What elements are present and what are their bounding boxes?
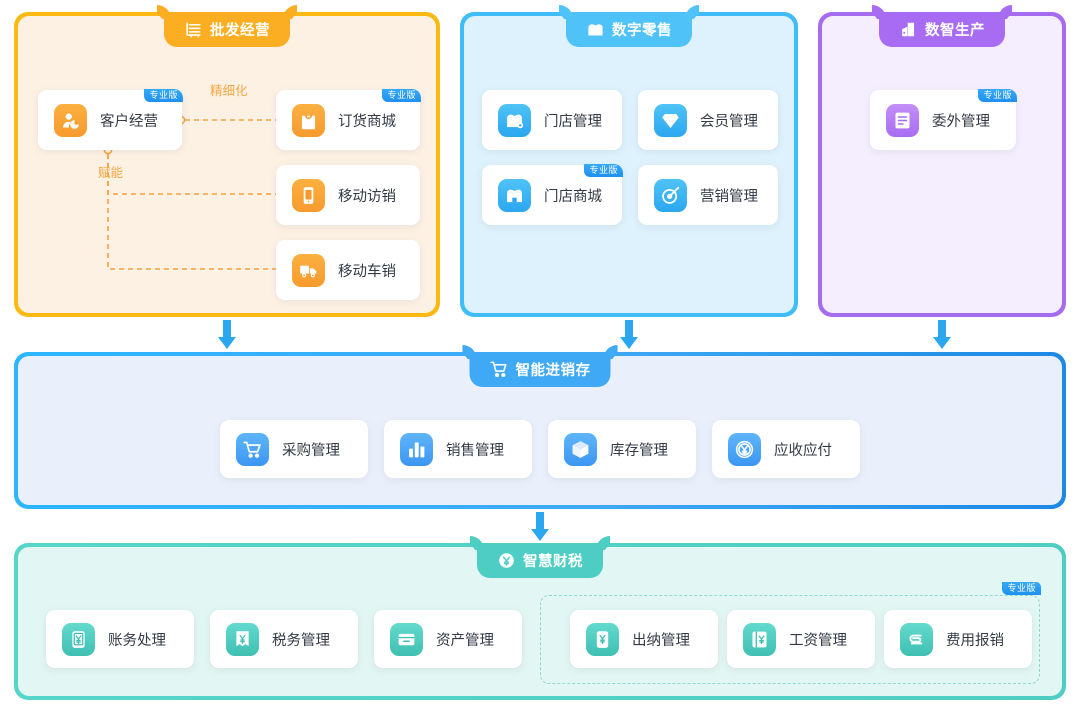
- panel-manufacturing-title: 数智生产: [925, 23, 985, 39]
- card-label: 工资管理: [789, 632, 847, 649]
- card-customer-management[interactable]: 客户经营 专业版: [38, 89, 183, 150]
- sales-bar-icon: [400, 432, 433, 466]
- card-label: 客户经营: [100, 113, 158, 130]
- expense-clip-icon: [900, 622, 933, 656]
- card-label: 会员管理: [700, 113, 758, 130]
- payroll-icon: [743, 622, 776, 656]
- card-label: 采购管理: [282, 442, 340, 459]
- card-member-management[interactable]: 会员管理: [638, 90, 778, 150]
- card-marketing-management[interactable]: 营销管理: [638, 165, 778, 225]
- card-label: 税务管理: [272, 632, 330, 649]
- pro-badge-group: 专业版: [1002, 582, 1041, 595]
- card-label: 委外管理: [932, 113, 990, 130]
- card-outsourcing-management[interactable]: 委外管理 专业版: [870, 89, 1017, 150]
- card-label: 订货商城: [338, 113, 396, 130]
- panel-finance-title: 智慧财税: [523, 554, 583, 570]
- pro-badge: 专业版: [584, 164, 623, 177]
- panel-finance: 智慧财税 专业版 账务处理 税务管理: [14, 543, 1066, 700]
- arrow-wholesale-to-inventory: [216, 320, 238, 350]
- card-label: 应收应付: [774, 442, 832, 459]
- cart-icon: [490, 360, 509, 379]
- marketing-target-icon: [654, 178, 687, 212]
- card-label: 移动访销: [338, 188, 396, 205]
- customer-icon: [54, 103, 87, 137]
- arrow-retail-to-inventory: [618, 320, 640, 350]
- panel-retail: 数字零售 门店管理 会员管理: [460, 12, 798, 317]
- truck-icon: [292, 253, 325, 287]
- pro-badge: 专业版: [382, 89, 421, 102]
- factory-icon: [899, 20, 918, 39]
- card-label: 资产管理: [436, 632, 494, 649]
- card-store-mall[interactable]: 门店商城 专业版: [482, 164, 623, 225]
- inventory-box-icon: [564, 432, 597, 466]
- connector-label-refine: 精细化: [210, 84, 248, 98]
- card-label: 账务处理: [108, 632, 166, 649]
- card-label: 移动车销: [338, 263, 396, 280]
- panel-finance-tab: 智慧财税: [477, 543, 603, 578]
- cashier-icon: [586, 622, 619, 656]
- asset-box-icon: [390, 622, 423, 656]
- mobile-phone-icon: [292, 178, 325, 212]
- purchase-cart-icon: [236, 432, 269, 466]
- card-mobile-visit-sales[interactable]: 移动访销: [276, 165, 420, 225]
- card-tax-management[interactable]: 税务管理: [210, 610, 358, 668]
- panel-wholesale: 批发经营 精细化 赋能: [14, 12, 440, 317]
- panel-retail-tab: 数字零售: [566, 12, 692, 47]
- store-mall-icon: [498, 178, 531, 212]
- panel-inventory: 智能进销存 采购管理 销售管理: [14, 352, 1066, 509]
- panel-inventory-title: 智能进销存: [515, 363, 591, 379]
- outsourcing-doc-icon: [886, 103, 919, 137]
- panel-wholesale-tab: 批发经营: [164, 12, 290, 47]
- pro-badge: 专业版: [144, 89, 183, 102]
- panel-inventory-tab: 智能进销存: [469, 352, 611, 387]
- card-label: 营销管理: [700, 188, 758, 205]
- card-inventory-management[interactable]: 库存管理: [548, 420, 696, 478]
- panel-manufacturing: 数智生产 委外管理 专业版: [818, 12, 1066, 317]
- connector-label-empower: 赋能: [98, 166, 124, 180]
- shopping-bag-icon: [292, 103, 325, 137]
- finance-pro-group: 专业版: [540, 582, 1041, 684]
- card-label: 销售管理: [446, 442, 504, 459]
- card-expense-reimbursement[interactable]: 费用报销: [884, 610, 1032, 668]
- panel-wholesale-title: 批发经营: [210, 23, 270, 39]
- card-label: 门店商城: [544, 188, 602, 205]
- wholesale-shelf-icon: [184, 20, 203, 39]
- panel-manufacturing-tab: 数智生产: [879, 12, 1005, 47]
- card-purchase-management[interactable]: 采购管理: [220, 420, 368, 478]
- card-order-mall[interactable]: 订货商城 专业版: [276, 89, 421, 150]
- member-diamond-icon: [654, 103, 687, 137]
- tax-invoice-icon: [226, 622, 259, 656]
- card-cashier-management[interactable]: 出纳管理: [570, 610, 718, 668]
- card-payroll-management[interactable]: 工资管理: [727, 610, 875, 668]
- receivable-coin-icon: [728, 432, 761, 466]
- ledger-icon: [62, 622, 95, 656]
- card-label: 库存管理: [610, 442, 668, 459]
- card-accounting[interactable]: 账务处理: [46, 610, 194, 668]
- storefront-icon: [586, 20, 605, 39]
- card-label: 门店管理: [544, 113, 602, 130]
- panel-retail-title: 数字零售: [612, 23, 672, 39]
- arrow-manufacturing-to-inventory: [931, 320, 953, 350]
- card-asset-management[interactable]: 资产管理: [374, 610, 522, 668]
- card-store-management[interactable]: 门店管理: [482, 90, 622, 150]
- pro-badge: 专业版: [978, 89, 1017, 102]
- card-label: 出纳管理: [632, 632, 690, 649]
- finance-coin-icon: [497, 551, 516, 570]
- store-manage-icon: [498, 103, 531, 137]
- card-mobile-van-sales[interactable]: 移动车销: [276, 240, 420, 300]
- card-label: 费用报销: [946, 632, 1004, 649]
- card-sales-management[interactable]: 销售管理: [384, 420, 532, 478]
- arrow-inventory-to-finance: [529, 512, 551, 542]
- card-receivable-payable[interactable]: 应收应付: [712, 420, 860, 478]
